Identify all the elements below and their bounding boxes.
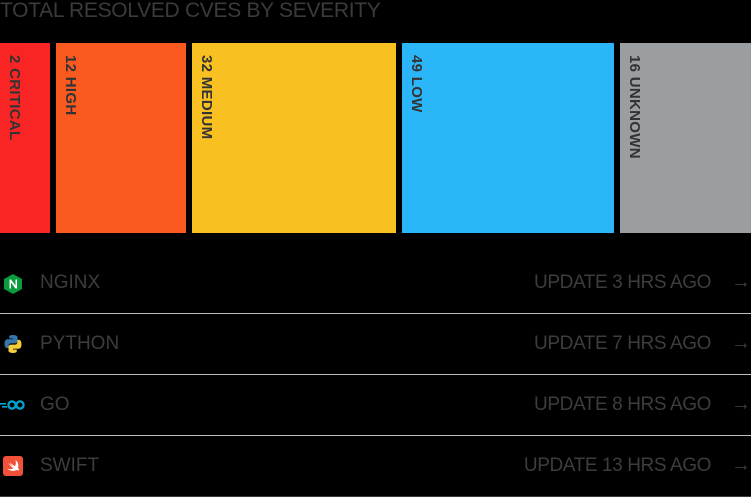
- bar-label-critical: 2 CRITICAL: [6, 55, 23, 141]
- arrow-right-icon[interactable]: →: [731, 271, 751, 293]
- bar-high[interactable]: 12 HIGH: [56, 43, 186, 233]
- bar-label-high: 12 HIGH: [62, 55, 79, 116]
- bar-label-medium: 32 MEDIUM: [198, 55, 215, 140]
- item-name: GO: [40, 394, 70, 415]
- bar-low[interactable]: 49 LOW: [402, 43, 614, 233]
- item-update-time: UPDATE 3 HRS AGO: [534, 272, 711, 293]
- arrow-right-icon[interactable]: →: [731, 332, 751, 354]
- list-item-go[interactable]: GO UPDATE 8 HRS AGO →: [0, 375, 751, 436]
- list-item-swift[interactable]: SWIFT UPDATE 13 HRS AGO →: [0, 436, 751, 497]
- list-item-nginx[interactable]: NGINX UPDATE 3 HRS AGO →: [0, 253, 751, 314]
- item-name: PYTHON: [40, 333, 120, 354]
- nginx-icon: [3, 273, 23, 294]
- arrow-right-icon[interactable]: →: [731, 393, 751, 415]
- bar-medium[interactable]: 32 MEDIUM: [192, 43, 396, 233]
- list-item-python[interactable]: PYTHON UPDATE 7 HRS AGO →: [0, 314, 751, 375]
- bar-label-low: 49 LOW: [408, 55, 425, 113]
- item-update-time: UPDATE 8 HRS AGO: [534, 394, 711, 415]
- item-update-time: UPDATE 7 HRS AGO: [534, 333, 711, 354]
- arrow-right-icon[interactable]: →: [731, 454, 751, 476]
- item-name: NGINX: [40, 272, 101, 293]
- swift-icon: [3, 456, 23, 476]
- item-name: SWIFT: [40, 455, 100, 476]
- bar-label-unknown: 16 UNKNOWN: [626, 55, 643, 159]
- python-icon: [3, 334, 23, 354]
- go-icon: [0, 395, 26, 415]
- chart-title: TOTAL RESOLVED CVES BY SEVERITY: [0, 0, 381, 22]
- image-update-list: NGINX UPDATE 3 HRS AGO → PYTHON UPDATE 7…: [0, 253, 751, 497]
- item-update-time: UPDATE 13 HRS AGO: [523, 455, 712, 476]
- bar-critical[interactable]: 2 CRITICAL: [0, 43, 50, 233]
- severity-bar-chart: 2 CRITICAL 12 HIGH 32 MEDIUM 49 LOW 16 U…: [0, 43, 751, 233]
- bar-unknown[interactable]: 16 UNKNOWN: [620, 43, 751, 233]
